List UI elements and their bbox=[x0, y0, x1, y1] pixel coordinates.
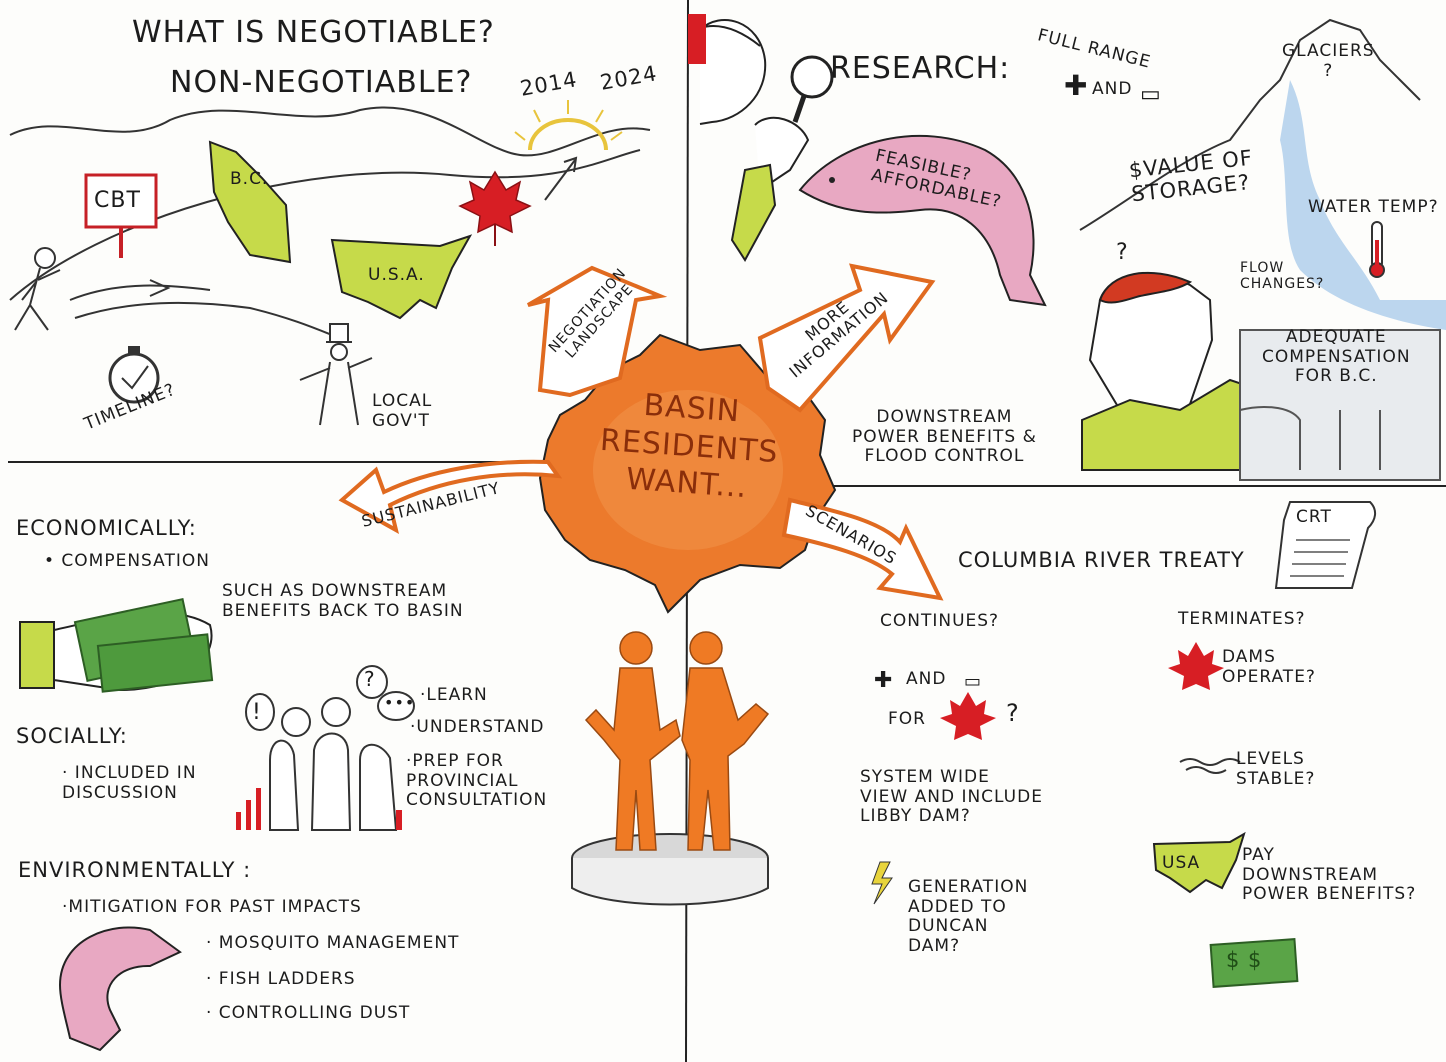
plus-icon-2: ✚ bbox=[874, 668, 894, 693]
researcher-figure-icon bbox=[699, 19, 767, 125]
usa-label: U.S.A. bbox=[368, 265, 425, 285]
treaty-heading: COLUMBIA RIVER TREATY bbox=[958, 548, 1245, 572]
mountain-outline bbox=[1079, 18, 1421, 231]
plus-minus-and-2: AND bbox=[906, 669, 947, 689]
ellipsis-mark: ••• bbox=[384, 693, 416, 712]
flow-changes-label: FLOW CHANGES? bbox=[1240, 260, 1325, 293]
hill-line bbox=[9, 149, 641, 301]
local-government-figure-icon bbox=[299, 323, 373, 426]
timeline-arrow-icon bbox=[149, 279, 171, 297]
exclamation-mark: ! bbox=[252, 700, 262, 725]
cbt-label: CBT bbox=[94, 188, 141, 213]
compensation-item: • COMPENSATION bbox=[44, 551, 210, 571]
crt-scroll-icon bbox=[1274, 501, 1376, 589]
salmon-fish-icon bbox=[798, 134, 1047, 307]
plus-icon: ✚ bbox=[1064, 69, 1089, 102]
arrow-negotiation-landscape bbox=[526, 265, 668, 398]
terminates-label: TERMINATES? bbox=[1178, 609, 1306, 629]
hills-outline bbox=[9, 106, 651, 157]
usa-map-icon-2 bbox=[1152, 831, 1246, 894]
question-mark-3: ? bbox=[1006, 699, 1020, 727]
basin-residents-figures-icon bbox=[584, 631, 770, 851]
learn-item: ·LEARN bbox=[420, 685, 488, 705]
system-wide-item: SYSTEM WIDE VIEW AND INCLUDE LIBBY DAM? bbox=[860, 767, 1043, 827]
included-in-discussion: · INCLUDED IN DISCUSSION bbox=[62, 763, 197, 803]
mitigation-item: ·MITIGATION FOR PAST IMPACTS bbox=[62, 897, 362, 917]
question-mark-2: ? bbox=[364, 667, 376, 691]
magnifying-glass-icon bbox=[790, 55, 834, 99]
crt-label: CRT bbox=[1296, 507, 1332, 527]
minus-icon: ▭ bbox=[1140, 82, 1162, 107]
non-negotiable-question: NON-NEGOTIABLE? bbox=[170, 65, 473, 100]
local-govt-label: LOCAL GOV'T bbox=[372, 391, 433, 431]
arrow-more-information bbox=[757, 263, 936, 413]
economically-heading: ECONOMICALLY: bbox=[16, 516, 197, 540]
confused-person-icon bbox=[1081, 271, 1291, 471]
socially-heading: SOCIALLY: bbox=[16, 724, 128, 748]
lightning-icon bbox=[871, 861, 893, 905]
bc-map-icon bbox=[208, 140, 292, 264]
glaciers-label: GLACIERS ? bbox=[1282, 41, 1375, 81]
question-bubble-icon bbox=[356, 665, 388, 699]
fish-icon-2 bbox=[58, 926, 182, 1052]
environmentally-heading: ENVIRONMENTALLY : bbox=[18, 858, 252, 882]
ellipsis-bubble-icon bbox=[377, 691, 415, 721]
maple-leaf-icon bbox=[458, 170, 532, 234]
arrow-scenarios bbox=[781, 497, 944, 601]
water-level-icon bbox=[1179, 758, 1241, 774]
continues-label: CONTINUES? bbox=[880, 611, 1000, 631]
pay-downstream-item: PAY DOWNSTREAM POWER BENEFITS? bbox=[1242, 845, 1417, 905]
arrow-sustainability bbox=[338, 459, 563, 534]
maple-leaf-icon-3 bbox=[1168, 642, 1224, 690]
understand-item: ·UNDERSTAND bbox=[410, 717, 545, 737]
cbt-sign-icon bbox=[84, 173, 158, 229]
bc-label: B.C. bbox=[230, 169, 269, 189]
minus-icon-2: ▭ bbox=[964, 671, 983, 692]
downstream-benefits-label: DOWNSTREAM POWER BENEFITS & FLOOD CONTRO… bbox=[852, 407, 1037, 467]
adequate-compensation-label: ADEQUATE COMPENSATION FOR B.C. bbox=[1262, 327, 1411, 387]
water-temp-label: WATER TEMP? bbox=[1308, 197, 1439, 217]
generation-item: GENERATION ADDED TO DUNCAN DAM? bbox=[908, 877, 1029, 956]
mosquito-item: · MOSQUITO MANAGEMENT bbox=[206, 933, 460, 953]
question-mark-icon: ? bbox=[1116, 240, 1129, 265]
usa-label-2: USA bbox=[1162, 853, 1201, 873]
negotiable-question: WHAT IS NEGOTIABLE? bbox=[132, 15, 495, 50]
plus-minus-and: AND bbox=[1092, 79, 1133, 99]
running-person-icon bbox=[14, 247, 61, 331]
sun-rays-icon bbox=[514, 100, 623, 141]
sleeve-icon bbox=[19, 621, 55, 689]
flag-icon bbox=[688, 14, 706, 64]
prep-consultation-item: ·PREP FOR PROVINCIAL CONSULTATION bbox=[406, 751, 548, 811]
river-water bbox=[1280, 80, 1446, 330]
sun-icon bbox=[528, 118, 608, 151]
research-heading: RESEARCH: bbox=[830, 51, 1011, 86]
levels-stable-item: LEVELS STABLE? bbox=[1236, 749, 1316, 789]
downstream-back-to-basin: SUCH AS DOWNSTREAM BENEFITS BACK TO BASI… bbox=[222, 581, 464, 621]
maple-leaf-icon-2 bbox=[940, 692, 996, 740]
crowd-figures-icon bbox=[269, 697, 398, 831]
controlling-dust-item: · CONTROLLING DUST bbox=[206, 1003, 411, 1023]
money-label: $ $ bbox=[1226, 948, 1263, 972]
dams-operate-item: DAMS OPERATE? bbox=[1222, 647, 1316, 687]
central-bubble-label: BASIN RESIDENTS WANT... bbox=[599, 387, 780, 506]
money-bill-icon bbox=[1209, 938, 1299, 988]
for-label: FOR bbox=[888, 709, 926, 729]
rising-arrow-icon bbox=[544, 159, 576, 201]
exclamation-bubble-icon bbox=[245, 693, 275, 731]
fish-ladders-item: · FISH LADDERS bbox=[206, 969, 356, 989]
usa-map-icon bbox=[330, 234, 473, 320]
